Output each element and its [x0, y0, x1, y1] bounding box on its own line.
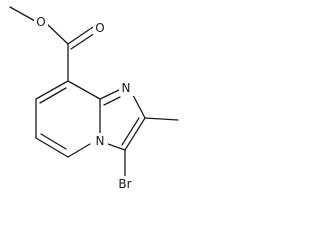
bond-c2-c3: [124, 117, 146, 151]
bond-c8-c7: [35, 80, 69, 100]
bromine-label: Br: [118, 177, 131, 191]
bond-c8-c7-inner: [39, 87, 67, 104]
atom-carbonyl-oxygen: O: [93, 20, 107, 36]
atom-bridgehead-nitrogen: N: [92, 133, 108, 149]
atom-imidazole-nitrogen: N: [119, 80, 134, 96]
bond-ester-oxygen-carbonyl: [45, 22, 69, 45]
bond-c8a-n1-inner: [103, 96, 121, 106]
bond-c6-c5-inner: [40, 133, 67, 150]
atom-bromine: Br: [112, 176, 138, 192]
bond-methyl-ester-oxygen: [9, 6, 36, 22]
bond-c8a-n1: [99, 89, 120, 100]
bond-c2-c3-inner: [121, 117, 140, 146]
bond-n1-c2: [132, 94, 146, 119]
bond-c5-n4: [67, 143, 91, 158]
molecule-structure: O O N N Br: [9, 6, 179, 192]
ester-oxygen-label: O: [36, 15, 45, 29]
bond-c3-n4: [107, 143, 126, 151]
bond-carbonyl-double: [67, 26, 94, 45]
bond-c2-methyl: [144, 117, 179, 121]
imidazole-nitrogen-label: N: [122, 81, 131, 95]
bond-c8a-c8: [67, 80, 101, 100]
bond-c6-c5: [35, 137, 69, 158]
atom-ester-oxygen: O: [34, 14, 48, 30]
carbonyl-oxygen-label: O: [95, 21, 104, 35]
bridgehead-nitrogen-label: N: [96, 134, 105, 148]
bond-carbonyl-double-inner: [70, 32, 96, 50]
